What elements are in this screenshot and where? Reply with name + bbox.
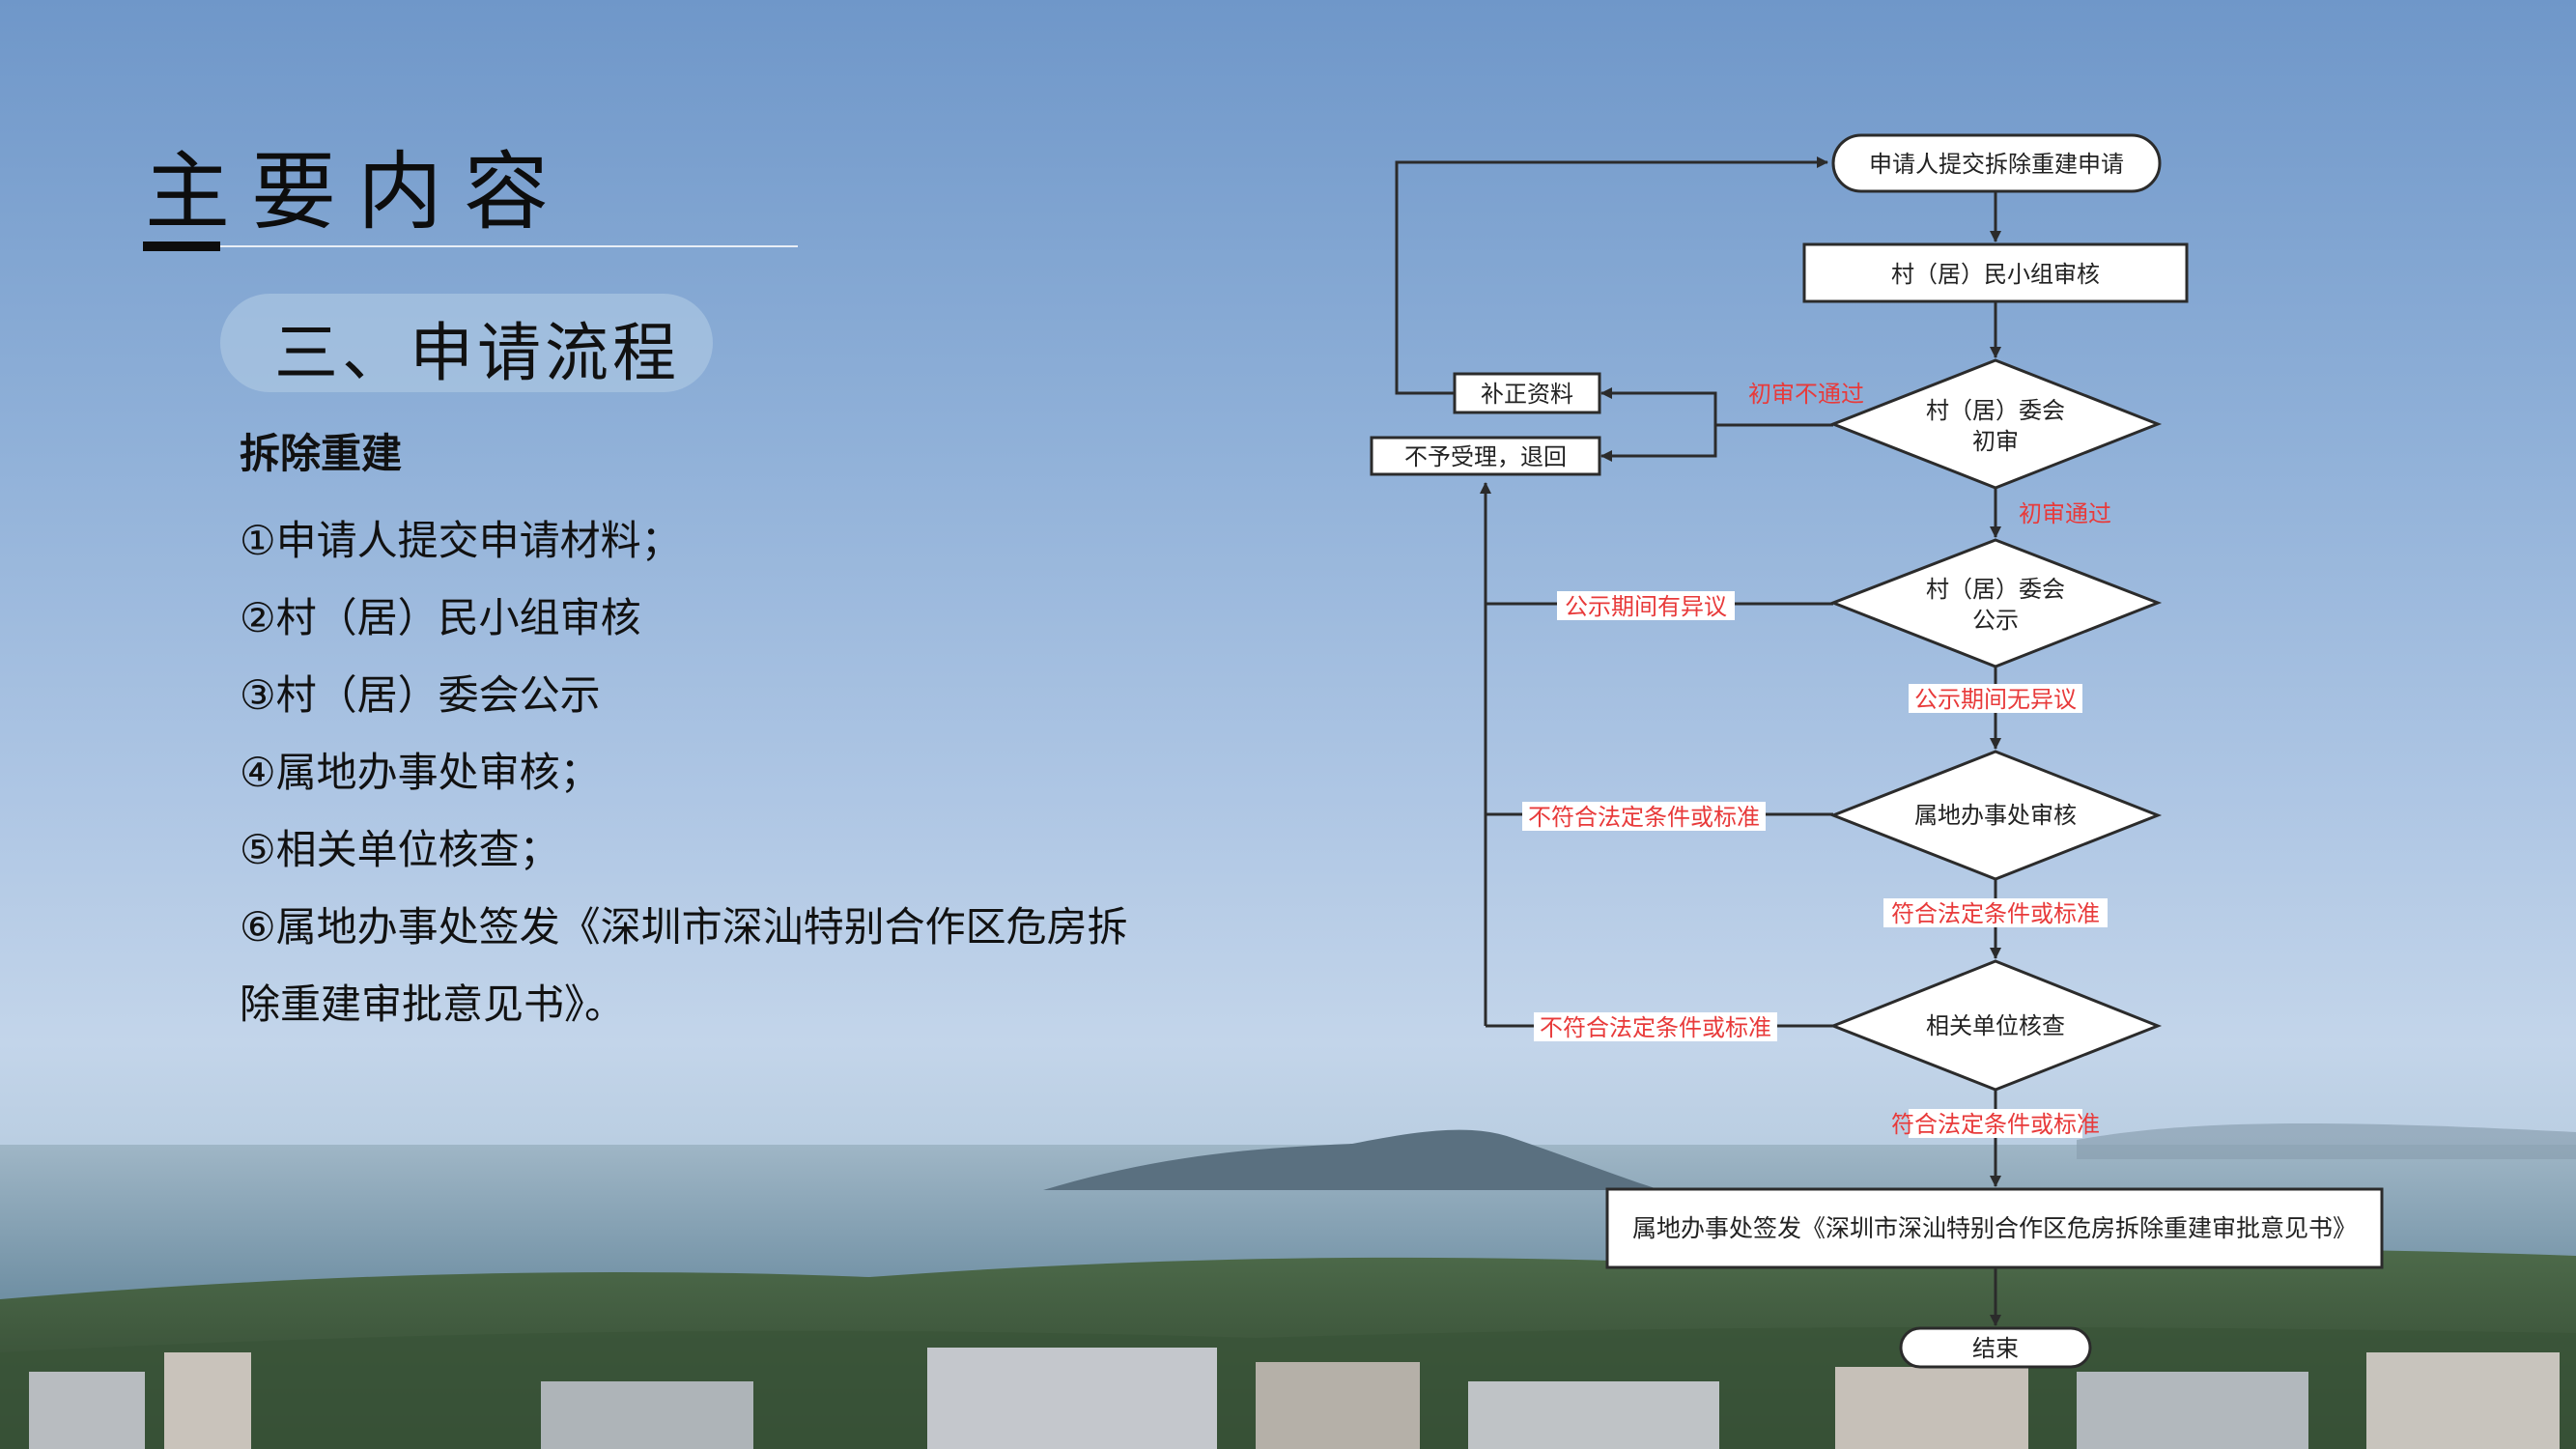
node-committee-initial <box>1828 358 2163 490</box>
node-committee-initial-text-2: 初审 <box>1972 428 2019 455</box>
node-supplement-text: 补正资料 <box>1481 381 1573 408</box>
label-initial-pass: 初审通过 <box>2019 500 2111 527</box>
node-office-review-text: 属地办事处审核 <box>1914 802 2077 829</box>
section-label: 拆除重建 <box>240 430 403 477</box>
label-initial-fail: 初审不通过 <box>1748 381 1864 408</box>
title-accent-bar <box>143 242 220 251</box>
node-unit-check <box>1828 959 2163 1092</box>
step-item-2: ②村（居）民小组审核 <box>240 594 641 641</box>
arrow-supplement-back-to-start <box>1395 156 1828 395</box>
flow-nodes <box>1370 133 2384 1369</box>
island <box>1043 1122 2576 1190</box>
label-public-no-objection: 公示期间无异议 <box>1914 686 2077 713</box>
condition-label-backgrounds <box>1522 591 2108 1138</box>
label-office-fail: 不符合法定条件或标准 <box>1528 804 1760 831</box>
arrow-to-supplement <box>1600 387 1717 425</box>
step-item-3: ③村（居）委会公示 <box>240 671 601 719</box>
step-item-4: ④属地办事处审核； <box>240 749 601 796</box>
arrow-to-reject <box>1600 425 1717 462</box>
step-item-1: ①申请人提交申请材料； <box>240 517 682 564</box>
node-committee-initial-text-1: 村（居）委会 <box>1926 397 2065 424</box>
node-supplement <box>1453 372 1601 414</box>
town-buildings <box>29 1348 2560 1449</box>
step-item-5: ⑤相关单位核查； <box>240 826 560 873</box>
subtitle-pill <box>220 294 713 392</box>
node-committee-public <box>1828 538 2163 668</box>
node-start <box>1831 133 2162 193</box>
node-issue-text: 属地办事处签发《深圳市深汕特别合作区危房拆除重建审批意见书》 <box>1632 1214 2357 1242</box>
node-start-text: 申请人提交拆除重建申请 <box>1869 151 2124 178</box>
node-end <box>1899 1326 2092 1369</box>
flow-connectors <box>1395 156 2001 1326</box>
label-unit-pass: 符合法定条件或标准 <box>1891 1111 2100 1138</box>
page-title: 主要内容 <box>145 142 571 242</box>
node-reject <box>1370 436 1601 476</box>
label-public-objection: 公示期间有异议 <box>1565 593 1727 620</box>
title-underline <box>145 245 798 247</box>
node-office-review <box>1828 750 2163 881</box>
step-item-6: ⑥属地办事处签发《深圳市深汕特别合作区危房拆除重建审批意见书》。 <box>240 903 1128 1028</box>
node-unit-check-text: 相关单位核查 <box>1926 1012 2065 1039</box>
node-end-text: 结束 <box>1972 1335 2019 1362</box>
step-list: ①申请人提交申请材料； ②村（居）民小组审核 ③村（居）委会公示 ④属地办事处审… <box>240 502 1205 1043</box>
flow-node-texts: 申请人提交拆除重建申请 村（居）民小组审核 村（居）委会 初审 村（居）委会 公… <box>1404 151 2357 1362</box>
condition-labels: 初审不通过 初审通过 公示期间有异议 公示期间无异议 不符合法定条件或标准 符合… <box>1528 381 2111 1138</box>
node-issue <box>1605 1187 2384 1269</box>
node-group-review-text: 村（居）民小组审核 <box>1891 261 2100 288</box>
label-unit-fail: 不符合法定条件或标准 <box>1540 1014 1771 1041</box>
section-subtitle: 三、申请流程 <box>274 316 680 390</box>
label-office-pass: 符合法定条件或标准 <box>1891 900 2100 927</box>
node-reject-text: 不予受理，退回 <box>1404 443 1567 470</box>
node-committee-public-text-2: 公示 <box>1972 607 2019 634</box>
node-group-review <box>1802 242 2189 303</box>
node-committee-public-text-1: 村（居）委会 <box>1926 576 2065 603</box>
